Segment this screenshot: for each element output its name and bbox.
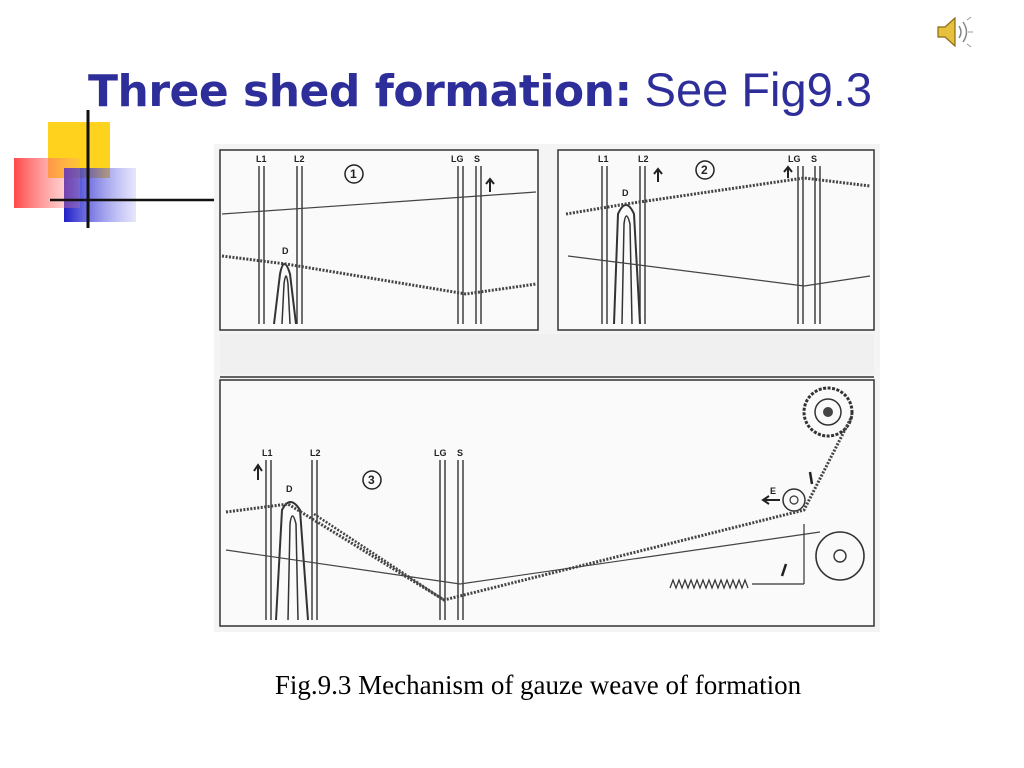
panel-number: 2 (701, 163, 708, 177)
label-lg: LG (434, 448, 447, 458)
title-plain: See Fig9.3 (631, 63, 872, 116)
panel-number-circle (362, 470, 382, 490)
label-d: D (282, 246, 289, 256)
panel-number-circle (344, 164, 364, 184)
label-l1: L1 (256, 154, 267, 164)
decorative-squares (14, 110, 214, 228)
label-l1: L1 (598, 154, 609, 164)
panel-1: L1 L2 LG S D 1 (219, 149, 539, 331)
label-d: D (622, 188, 629, 198)
label-l2: L2 (638, 154, 649, 164)
panel-2: L1 L2 LG S D 2 (557, 149, 875, 331)
figure-caption: Fig.9.3 Mechanism of gauze weave of form… (274, 670, 802, 700)
panel-number: 3 (368, 473, 375, 487)
label-lg: LG (788, 154, 801, 164)
panel-3: L1 L2 LG S D E 3 (219, 379, 875, 627)
label-s: S (474, 154, 480, 164)
slide-title: Three shed formation: See Fig9.3 (88, 62, 872, 117)
panel-number: 1 (350, 167, 357, 181)
label-lg: LG (451, 154, 464, 164)
label-l2: L2 (294, 154, 305, 164)
label-s: S (457, 448, 463, 458)
label-e: E (770, 486, 776, 496)
label-l2: L2 (310, 448, 321, 458)
speaker-icon[interactable] (934, 14, 974, 50)
label-s: S (811, 154, 817, 164)
label-l1: L1 (262, 448, 273, 458)
title-bold: Three shed formation: (88, 66, 632, 117)
gauze-weave-figure: L1 L2 LG S D 1 L1 L2 LG S D 2 (214, 144, 880, 632)
panel-number-circle (695, 160, 715, 180)
label-d: D (286, 484, 293, 494)
